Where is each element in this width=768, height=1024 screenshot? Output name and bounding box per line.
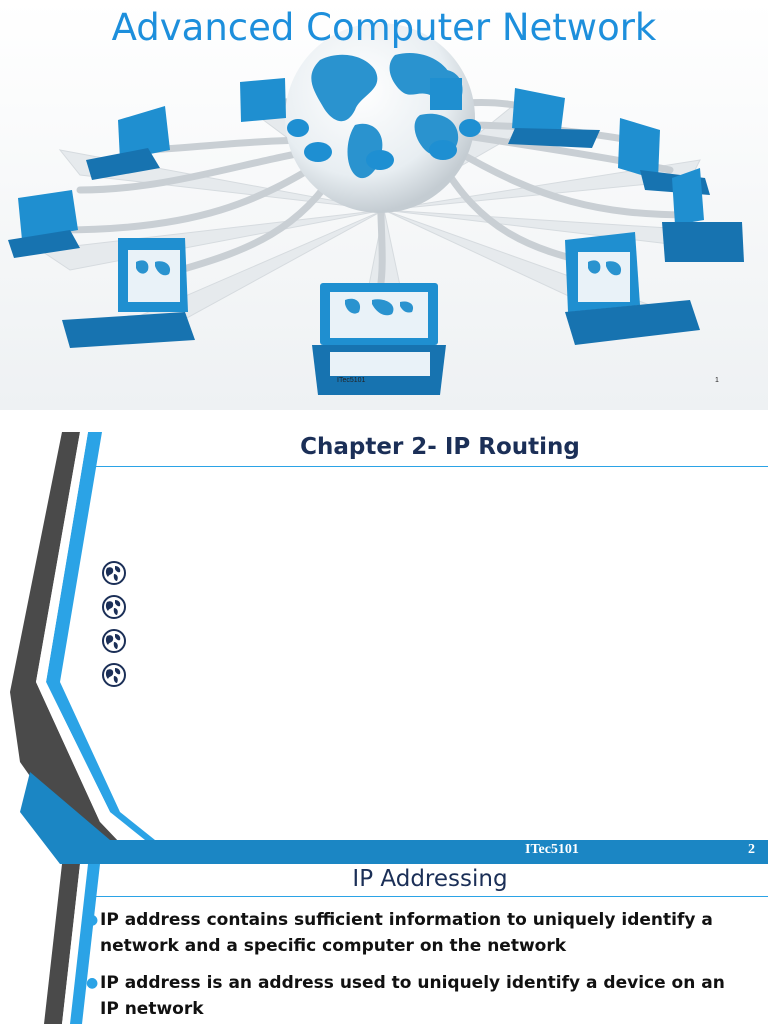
slide-3-side-decoration [44, 864, 100, 1024]
slide-1: Advanced Computer Network ITec5101 1 [0, 0, 768, 410]
list-item: ● IP address contains sufficient informa… [86, 907, 746, 959]
bullet-text: IP address is an address used to uniquel… [100, 973, 725, 1019]
slide-3-title: IP Addressing [352, 866, 508, 892]
bullet-globe-icon [102, 629, 126, 653]
slide-gap [0, 410, 768, 432]
slide-2: Chapter 2- IP Routing ITec5101 2 [0, 432, 768, 864]
bullet-text: IP address contains sufficient informati… [100, 910, 713, 956]
bullet-globe-icon [102, 595, 126, 619]
title-divider [96, 466, 768, 467]
slide-2-title: Chapter 2- IP Routing [300, 434, 580, 460]
slide-2-footer-bar [110, 840, 768, 864]
network-illustration [0, 0, 768, 410]
bullet-dot-icon: ● [86, 975, 99, 991]
slide-2-footer-code: ITec5101 [525, 842, 579, 857]
bullet-globe-icon [102, 561, 126, 585]
title-divider [96, 896, 768, 897]
laptop-icon [8, 78, 744, 395]
bullet-dot-icon: ● [86, 912, 99, 928]
slide-2-page-number: 2 [748, 842, 755, 857]
bullet-globe-icon [102, 663, 126, 687]
slide-3: IP Addressing ● IP address contains suff… [0, 864, 768, 1024]
slide-1-title: Advanced Computer Network [111, 6, 657, 49]
list-item: ● IP address is an address used to uniqu… [86, 970, 746, 1022]
slide-1-page-number: 1 [715, 377, 719, 384]
slide-1-footer-code: ITec5101 [337, 377, 366, 384]
